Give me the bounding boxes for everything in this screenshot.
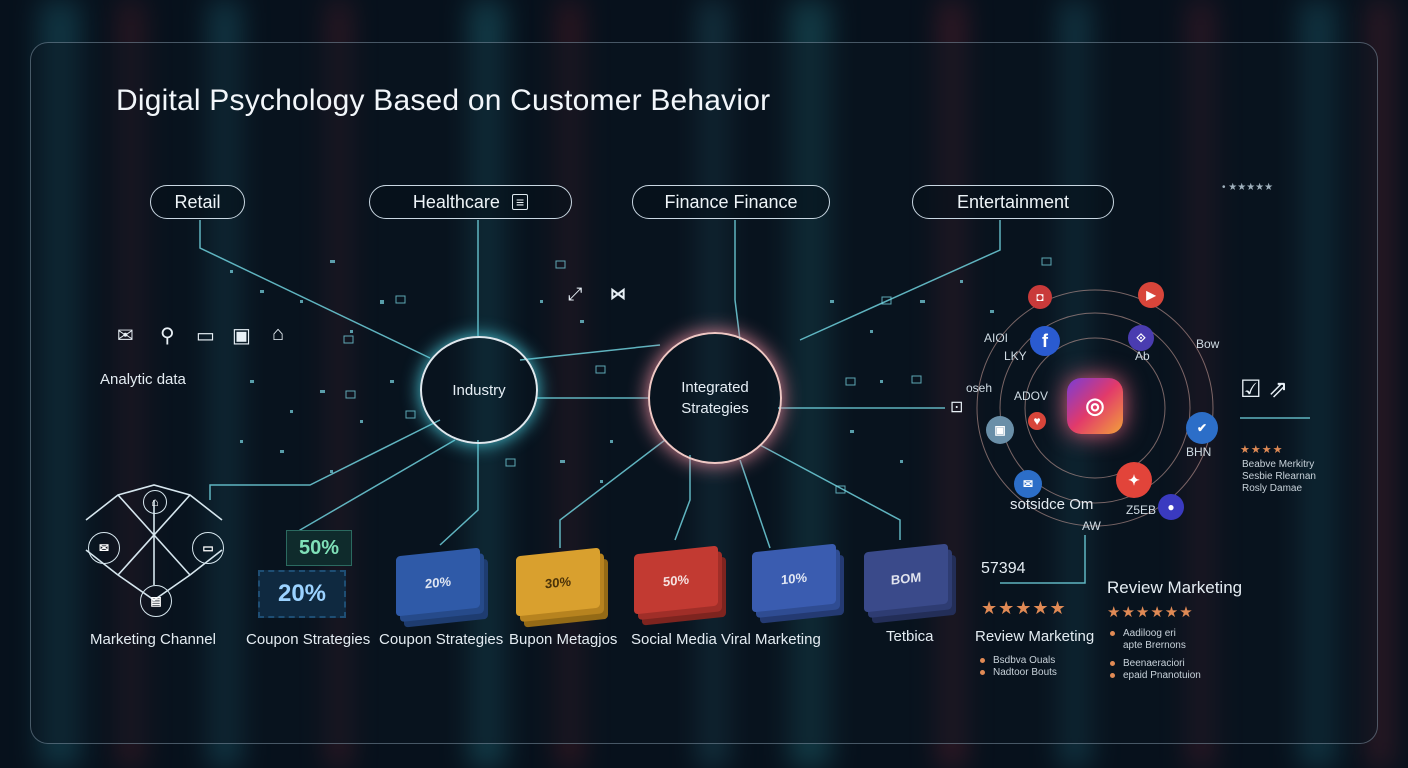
heart-social-icon[interactable]: ♥ xyxy=(1028,412,1046,430)
coupon-stack-gold: 30% xyxy=(516,547,600,617)
shop-icon: ⌂ xyxy=(272,323,285,345)
list-item-text: Aadiloog eri xyxy=(1123,628,1176,639)
rating-stars-small: ★★★★ xyxy=(1240,444,1284,456)
label-bupon-metagjos: Bupon Metagjos xyxy=(509,631,618,648)
mail-icon: ✉ xyxy=(117,325,134,347)
twitter-icon[interactable]: ✦ xyxy=(1116,462,1152,498)
stat-number: 57394 xyxy=(981,560,1026,577)
page-title: Digital Psychology Based on Customer Beh… xyxy=(116,84,771,117)
side-line: Sesbie Rlearnan xyxy=(1242,471,1316,482)
bullet-icon xyxy=(1110,630,1115,636)
cluster-tag: ADOV xyxy=(1014,389,1049,403)
chart-icon: ⤢ xyxy=(568,284,583,304)
cluster-caption: sotsidce Om xyxy=(1010,496,1094,513)
cluster-tag: AW xyxy=(1082,519,1101,533)
pill-label: Finance Finance xyxy=(664,191,798,212)
video-social-icon[interactable]: ▶ xyxy=(1138,282,1164,308)
document-icon: ≡ xyxy=(511,194,529,210)
checkbox-icon: ☑ ⇗ xyxy=(1240,376,1289,403)
coupon-stack-red: 50% xyxy=(634,545,718,615)
mail-social-icon[interactable]: ✉ xyxy=(1014,470,1042,498)
bullet-icon xyxy=(980,669,985,675)
bullet-icon xyxy=(980,657,985,663)
pill-label: Entertainment xyxy=(956,191,1070,212)
pill-retail[interactable]: Retail xyxy=(150,185,245,219)
check-social-icon[interactable]: ✔ xyxy=(1186,412,1218,444)
stars-small-icon: • ★★★★★ xyxy=(1222,182,1274,193)
side-line: Rosly Damae xyxy=(1242,483,1303,494)
coupon-stack-indigo: BOM xyxy=(864,543,948,613)
photo-social-icon[interactable]: ◘ xyxy=(1028,285,1052,309)
cluster-tag: AIOI xyxy=(984,331,1009,345)
chat-icon: ▭ xyxy=(196,325,215,347)
pill-label: Healthcare xyxy=(412,191,500,212)
list-item: Aadiloog eri xyxy=(1110,628,1176,640)
pill-healthcare[interactable]: Healthcare ≡ xyxy=(369,185,572,219)
label-marketing-channel: Marketing Channel xyxy=(90,631,216,648)
hub-label: Industry xyxy=(452,381,506,399)
pill-finance[interactable]: Finance Finance xyxy=(632,185,830,219)
label-review-marketing-1: Review Marketing xyxy=(975,628,1095,645)
cluster-tag: LKY xyxy=(1004,349,1027,363)
label-coupon-strategies-1: Coupon Strategies xyxy=(246,631,371,648)
pill-label: Retail xyxy=(174,191,221,212)
label-social-media-viral: Social Media Viral Marketing xyxy=(631,631,821,648)
camera-social-icon[interactable]: ● xyxy=(1158,494,1184,520)
list-item-text: Bsdbva Ouals xyxy=(993,655,1056,666)
coupon-stack-blue: 20% xyxy=(396,547,480,617)
screen-node-icon: ▤ xyxy=(140,585,172,617)
list-item-text: Beenaeraciori xyxy=(1123,658,1185,669)
user-node-icon: ⌂ xyxy=(143,490,167,514)
list-item-text: Nadtoor Bouts xyxy=(993,667,1057,678)
rating-stars-2: ★★★★★★ xyxy=(1107,604,1194,621)
cluster-tag: BHN xyxy=(1186,445,1212,459)
list-item: Nadtoor Bouts xyxy=(980,667,1057,679)
label-review-marketing-2: Review Marketing xyxy=(1107,578,1243,597)
list-item-text: epaid Pnanotuion xyxy=(1123,670,1201,681)
coupon-badge-50: 50% xyxy=(286,530,352,566)
hub-integrated-strategies[interactable]: Integrated Strategies xyxy=(648,332,782,464)
list-item: Bsdbva Ouals xyxy=(980,655,1055,667)
instagram-icon[interactable]: ◎ xyxy=(1067,378,1123,434)
inbox-icon: ⊡ xyxy=(950,399,964,416)
coupon-badge-20: 20% xyxy=(258,570,346,618)
facebook-icon[interactable]: f xyxy=(1030,326,1060,356)
cluster-tag: Bow xyxy=(1196,337,1220,351)
list-item-text: apte Brernons xyxy=(1123,640,1186,651)
cluster-tag: Ab xyxy=(1135,349,1150,363)
link-social-icon[interactable]: ⟐ xyxy=(1128,325,1154,351)
cluster-tag: Z5EB xyxy=(1126,503,1157,517)
bullet-icon xyxy=(1110,672,1115,678)
side-line: Beabve Merkitry xyxy=(1242,459,1315,470)
list-item: Beenaeraciori xyxy=(1110,658,1185,670)
coupon-stack-navy: 10% xyxy=(752,543,836,613)
pill-entertainment[interactable]: Entertainment xyxy=(912,185,1114,219)
label-analytic-data: Analytic data xyxy=(100,371,186,388)
bullet-icon xyxy=(1110,660,1115,666)
hub-industry[interactable]: Industry xyxy=(420,336,538,444)
cluster-tag: oseh xyxy=(966,381,993,395)
hub-label: Integrated Strategies xyxy=(681,379,749,417)
rating-stars-1: ★★★★★ xyxy=(981,598,1067,618)
mail-node-icon: ✉ xyxy=(88,532,120,564)
chat-node-icon: ▭ xyxy=(192,532,224,564)
search-icon: ⚲ xyxy=(160,325,175,347)
message-social-icon[interactable]: ▣ xyxy=(986,416,1014,444)
label-coupon-strategies-2: Coupon Strategies xyxy=(379,631,504,648)
label-tetbica: Tetbica xyxy=(886,628,934,645)
arrows-icon: ⋈ xyxy=(610,286,626,303)
list-item: epaid Pnanotuion xyxy=(1110,670,1201,682)
wallet-icon: ▣ xyxy=(232,325,251,347)
